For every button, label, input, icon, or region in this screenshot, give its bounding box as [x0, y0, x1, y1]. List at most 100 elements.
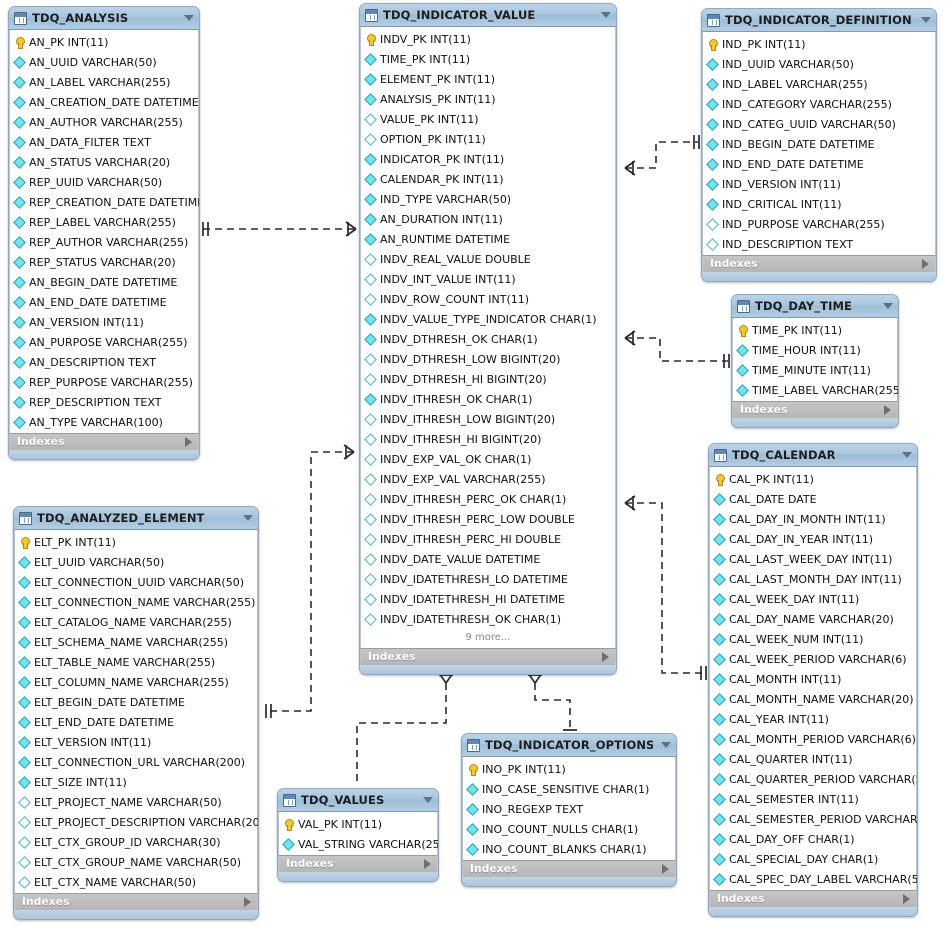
column-row[interactable]: REP_LABEL VARCHAR(255): [10, 212, 198, 232]
column-row[interactable]: INO_REGEXP TEXT: [463, 799, 675, 819]
chevron-down-icon[interactable]: [921, 17, 931, 23]
table-header-tdq-analyzed-element[interactable]: TDQ_ANALYZED_ELEMENT: [14, 507, 258, 530]
column-row[interactable]: AN_UUID VARCHAR(50): [10, 52, 198, 72]
column-row[interactable]: AN_END_DATE DATETIME: [10, 292, 198, 312]
table-header-tdq-values[interactable]: TDQ_VALUES: [278, 789, 438, 812]
column-row[interactable]: INO_CASE_SENSITIVE CHAR(1): [463, 779, 675, 799]
indexes-bar-tdq-analysis[interactable]: Indexes: [9, 433, 199, 450]
chevron-right-icon[interactable]: [922, 259, 929, 269]
chevron-down-icon[interactable]: [423, 797, 433, 803]
table-header-tdq-indicator-value[interactable]: TDQ_INDICATOR_VALUE: [360, 4, 616, 27]
column-row[interactable]: INO_COUNT_BLANKS CHAR(1): [463, 839, 675, 859]
chevron-down-icon[interactable]: [883, 303, 893, 309]
column-row[interactable]: AN_PK INT(11): [10, 32, 198, 52]
column-row[interactable]: INDV_ROW_COUNT INT(11): [361, 289, 615, 309]
column-row[interactable]: CAL_WEEK_PERIOD VARCHAR(6): [710, 649, 916, 669]
column-row[interactable]: VAL_PK INT(11): [279, 814, 437, 834]
column-row[interactable]: REP_STATUS VARCHAR(20): [10, 252, 198, 272]
indexes-bar-tdq-values[interactable]: Indexes: [278, 855, 438, 872]
column-row[interactable]: INDV_DTHRESH_HI BIGINT(20): [361, 369, 615, 389]
column-row[interactable]: IND_CATEGORY VARCHAR(255): [703, 94, 935, 114]
column-row[interactable]: AN_BEGIN_DATE DATETIME: [10, 272, 198, 292]
column-row[interactable]: IND_TYPE VARCHAR(50): [361, 189, 615, 209]
column-row[interactable]: INDV_IDATETHRESH_LO DATETIME: [361, 569, 615, 589]
column-row[interactable]: VALUE_PK INT(11): [361, 109, 615, 129]
indexes-bar-tdq-calendar[interactable]: Indexes: [709, 890, 917, 907]
column-row[interactable]: REP_DESCRIPTION TEXT: [10, 392, 198, 412]
column-row[interactable]: IND_CRITICAL INT(11): [703, 194, 935, 214]
column-row[interactable]: ELT_END_DATE DATETIME: [15, 712, 257, 732]
column-row[interactable]: REP_AUTHOR VARCHAR(255): [10, 232, 198, 252]
column-row[interactable]: ANALYSIS_PK INT(11): [361, 89, 615, 109]
column-row[interactable]: CAL_LAST_MONTH_DAY INT(11): [710, 569, 916, 589]
column-row[interactable]: IND_VERSION INT(11): [703, 174, 935, 194]
column-row[interactable]: CAL_LAST_WEEK_DAY INT(11): [710, 549, 916, 569]
column-row[interactable]: CAL_WEEK_NUM INT(11): [710, 629, 916, 649]
chevron-right-icon[interactable]: [244, 897, 251, 907]
chevron-right-icon[interactable]: [884, 405, 891, 415]
column-row[interactable]: VAL_STRING VARCHAR(255): [279, 834, 438, 854]
column-row[interactable]: AN_STATUS VARCHAR(20): [10, 152, 198, 172]
chevron-right-icon[interactable]: [602, 652, 609, 662]
column-row[interactable]: CAL_SEMESTER_PERIOD VARCHAR(6): [710, 809, 917, 829]
table-header-tdq-indicator-options[interactable]: TDQ_INDICATOR_OPTIONS: [462, 734, 676, 757]
chevron-right-icon[interactable]: [903, 894, 910, 904]
column-row[interactable]: AN_DATA_FILTER TEXT: [10, 132, 198, 152]
indexes-bar-tdq-indicator-definition[interactable]: Indexes: [702, 255, 936, 272]
column-row[interactable]: ELT_CTX_NAME VARCHAR(50): [15, 872, 257, 892]
column-row[interactable]: CAL_DATE DATE: [710, 489, 916, 509]
column-row[interactable]: INDV_ITHRESH_OK CHAR(1): [361, 389, 615, 409]
column-row[interactable]: IND_PURPOSE VARCHAR(255): [703, 214, 935, 234]
indexes-bar-tdq-indicator-options[interactable]: Indexes: [462, 860, 676, 877]
column-row[interactable]: CAL_SPEC_DAY_LABEL VARCHAR(50): [710, 869, 917, 889]
column-row[interactable]: CALENDAR_PK INT(11): [361, 169, 615, 189]
column-row[interactable]: ELT_CONNECTION_URL VARCHAR(200): [15, 752, 257, 772]
column-row[interactable]: ELT_PROJECT_NAME VARCHAR(50): [15, 792, 257, 812]
column-row[interactable]: ELT_TABLE_NAME VARCHAR(255): [15, 652, 257, 672]
column-row[interactable]: AN_CREATION_DATE DATETIME: [10, 92, 199, 112]
column-row[interactable]: INDV_IDATETHRESH_OK CHAR(1): [361, 609, 615, 629]
column-row[interactable]: AN_LABEL VARCHAR(255): [10, 72, 198, 92]
column-row[interactable]: OPTION_PK INT(11): [361, 129, 615, 149]
column-row[interactable]: REP_UUID VARCHAR(50): [10, 172, 198, 192]
column-row[interactable]: ELT_CONNECTION_UUID VARCHAR(50): [15, 572, 257, 592]
column-row[interactable]: ELT_BEGIN_DATE DATETIME: [15, 692, 257, 712]
column-row[interactable]: INO_COUNT_NULLS CHAR(1): [463, 819, 675, 839]
column-row[interactable]: TIME_HOUR INT(11): [733, 340, 897, 360]
column-row[interactable]: ELT_CTX_GROUP_NAME VARCHAR(50): [15, 852, 257, 872]
column-row[interactable]: CAL_MONTH_NAME VARCHAR(20): [710, 689, 916, 709]
column-row[interactable]: ELT_SIZE INT(11): [15, 772, 257, 792]
chevron-down-icon[interactable]: [661, 742, 671, 748]
column-row[interactable]: INDV_DATE_VALUE DATETIME: [361, 549, 615, 569]
column-row[interactable]: TIME_PK INT(11): [733, 320, 897, 340]
column-row[interactable]: ELT_VERSION INT(11): [15, 732, 257, 752]
column-row[interactable]: CAL_MONTH_PERIOD VARCHAR(6): [710, 729, 916, 749]
column-row[interactable]: CAL_PK INT(11): [710, 469, 916, 489]
column-row[interactable]: AN_AUTHOR VARCHAR(255): [10, 112, 198, 132]
column-row[interactable]: INDV_VALUE_TYPE_INDICATOR CHAR(1): [361, 309, 615, 329]
column-row[interactable]: ELT_CATALOG_NAME VARCHAR(255): [15, 612, 257, 632]
column-row[interactable]: ELT_PROJECT_DESCRIPTION VARCHAR(200): [15, 812, 258, 832]
chevron-down-icon[interactable]: [184, 15, 194, 21]
column-row[interactable]: CAL_YEAR INT(11): [710, 709, 916, 729]
column-row[interactable]: CAL_QUARTER INT(11): [710, 749, 916, 769]
indexes-bar-tdq-indicator-value[interactable]: Indexes: [360, 648, 616, 665]
column-row[interactable]: AN_DESCRIPTION TEXT: [10, 352, 198, 372]
column-row[interactable]: INDV_PK INT(11): [361, 29, 615, 49]
column-row[interactable]: IND_END_DATE DATETIME: [703, 154, 935, 174]
column-row[interactable]: CAL_DAY_IN_YEAR INT(11): [710, 529, 916, 549]
column-row[interactable]: INO_PK INT(11): [463, 759, 675, 779]
column-row[interactable]: INDV_DTHRESH_LOW BIGINT(20): [361, 349, 615, 369]
table-header-tdq-day-time[interactable]: TDQ_DAY_TIME: [732, 295, 898, 318]
column-row[interactable]: INDV_ITHRESH_HI BIGINT(20): [361, 429, 615, 449]
column-row[interactable]: AN_RUNTIME DATETIME: [361, 229, 615, 249]
column-row[interactable]: INDV_INT_VALUE INT(11): [361, 269, 615, 289]
column-row[interactable]: IND_BEGIN_DATE DATETIME: [703, 134, 935, 154]
column-row[interactable]: TIME_LABEL VARCHAR(255): [733, 380, 898, 400]
